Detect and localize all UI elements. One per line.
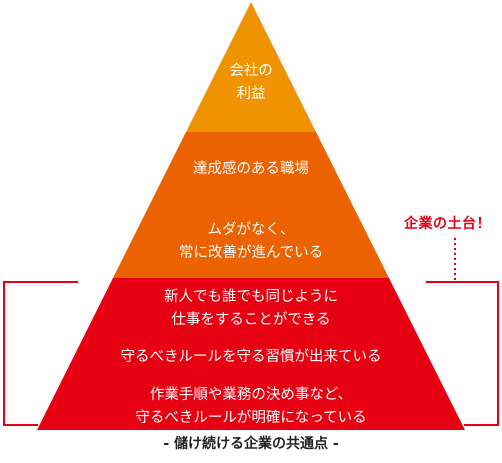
tier-2-band [149,132,353,206]
tier-label-fulfilling-workplace: 達成感のある職場 [193,161,309,177]
tier-label-clear-rules: 作業手順や業務の決め事など、 守るべきルールが明確になっている [135,387,367,426]
tier-4-band [83,278,419,338]
tier-6-band [37,384,465,430]
tier-5-band [60,338,442,384]
tier-label-rule-habits: 守るべきルールを守る習慣が出来ている [120,349,382,365]
foundation-bracket-right [426,281,499,426]
tier-label-company-profit: 会社の 利益 [229,63,273,102]
tier-1-band [186,2,316,132]
foundation-bracket-left [3,281,78,426]
tier-3-band [113,206,389,278]
tier-label-anyone-can-work: 新人でも誰でも同じように 仕事をすることができる [164,289,338,328]
foundation-callout: 企業の土台！ [404,216,491,232]
diagram-caption: - 儲け続ける企業の共通点 - [163,436,339,452]
tier-label-continuous-improvement: ムダがなく、 常に改善が進んでいる [178,222,324,261]
